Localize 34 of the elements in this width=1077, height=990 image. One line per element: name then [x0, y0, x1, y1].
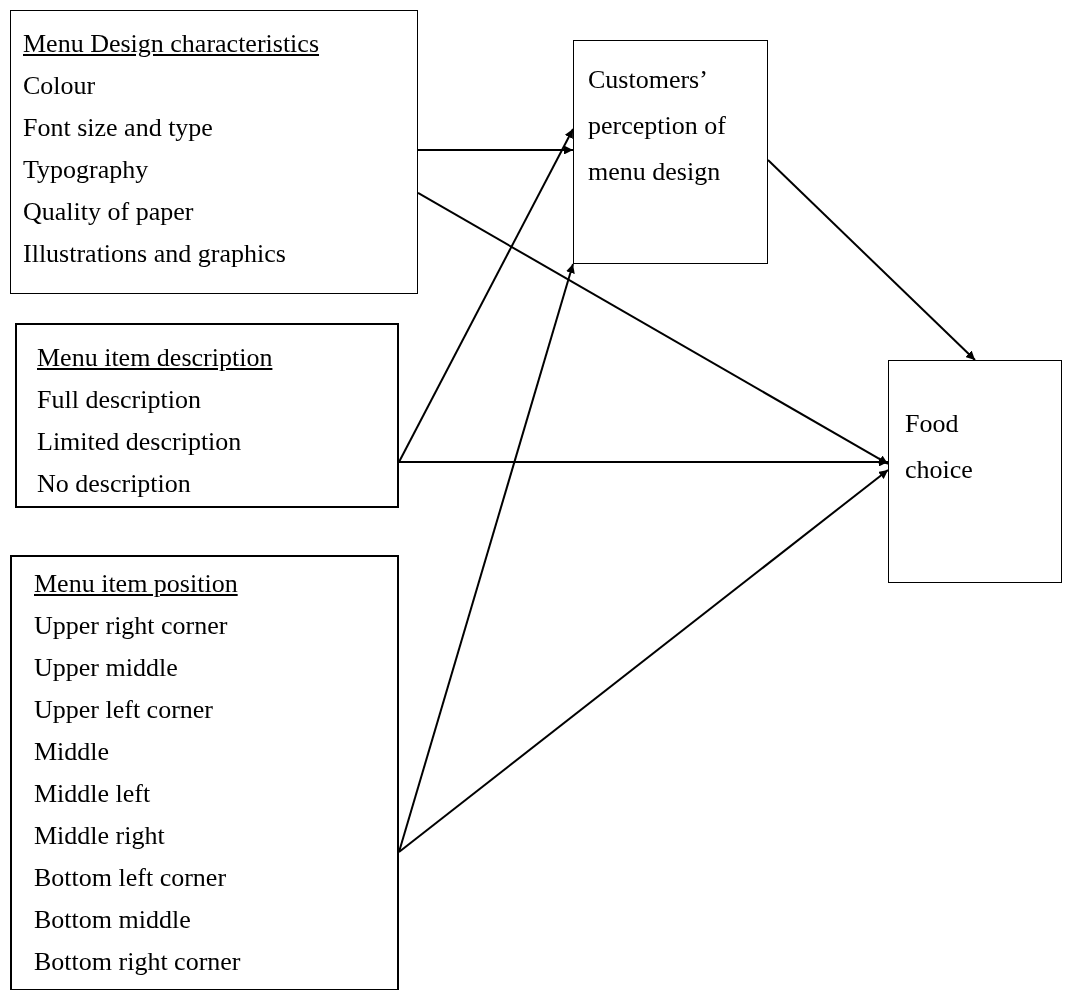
item-label: Middle right [34, 820, 166, 852]
item-label: Middle left [34, 778, 152, 810]
arrow [398, 468, 889, 853]
text-box [10, 555, 399, 990]
text-box [10, 10, 418, 294]
heading: Menu item description [37, 342, 274, 374]
arrow [398, 263, 575, 853]
text-box [888, 360, 1062, 583]
text-box [573, 40, 768, 264]
arrow [398, 457, 889, 467]
item-label: Bottom right corner [34, 946, 242, 978]
item-label: Middle [34, 736, 111, 768]
item-label: Illustrations and graphics [23, 238, 287, 270]
item-label: Food choice [905, 408, 974, 486]
item-label: Upper left corner [34, 694, 215, 726]
arrow [398, 127, 574, 463]
arrow [417, 145, 574, 155]
arrow [767, 159, 976, 361]
item-label: No description [37, 468, 192, 500]
item-label: Full description [37, 384, 202, 416]
item-label: Limited description [37, 426, 243, 458]
item-label: Colour [23, 70, 97, 102]
arrow [417, 191, 889, 465]
item-label: Customers’ perception of menu design [588, 64, 727, 188]
item-label: Bottom middle [34, 904, 192, 936]
heading: Menu Design characteristics [23, 28, 320, 60]
item-label: Quality of paper [23, 196, 195, 228]
item-label: Bottom left corner [34, 862, 228, 894]
item-label: Upper middle [34, 652, 179, 684]
item-label: Font size and type [23, 112, 214, 144]
heading: Menu item position [34, 568, 239, 600]
item-label: Upper right corner [34, 610, 229, 642]
text-box [15, 323, 399, 508]
item-label: Typography [23, 154, 150, 186]
